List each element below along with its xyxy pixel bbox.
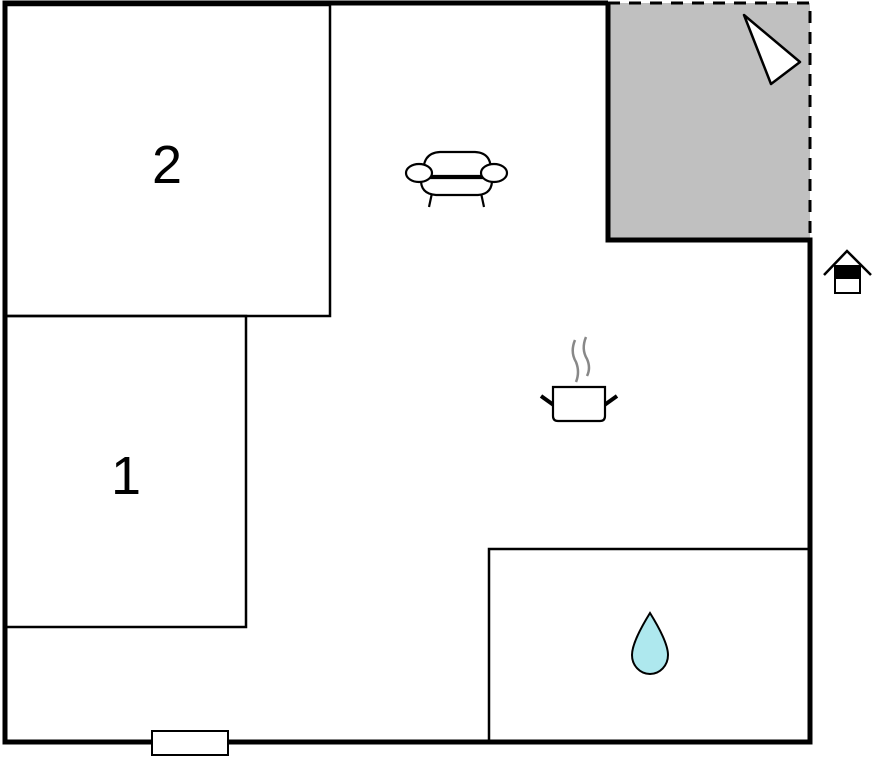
outer-wall — [2, 0, 813, 745]
water-drop-icon — [630, 611, 670, 675]
window-icon — [151, 730, 229, 756]
sofa-icon — [404, 150, 509, 208]
room-label-2: 2 — [152, 135, 182, 195]
sun-umbrella-icon — [742, 13, 802, 86]
terrace — [608, 1, 812, 240]
room-label-1: 1 — [111, 446, 141, 506]
cooking-pot-icon — [539, 336, 619, 423]
house-entrance-icon — [823, 249, 872, 294]
